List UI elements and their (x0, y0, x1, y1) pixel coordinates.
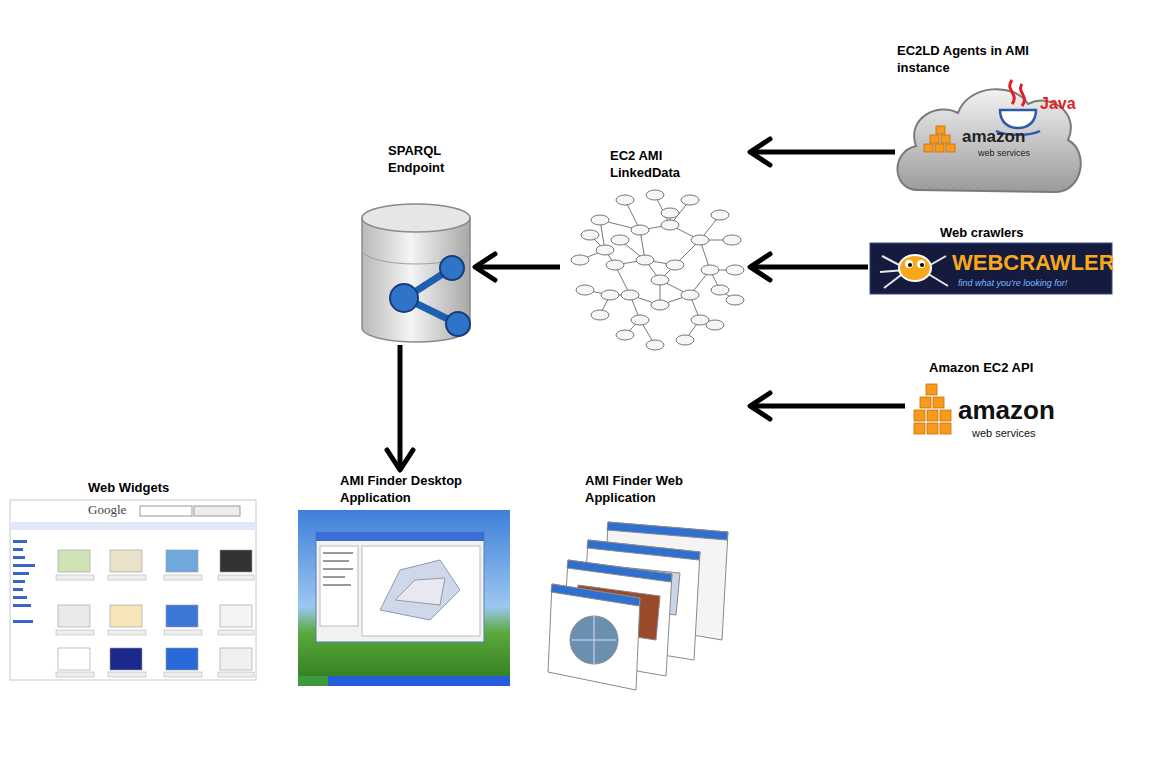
arrow-line (750, 150, 895, 155)
arrow-head (475, 254, 495, 280)
diagram-node: EC2LD Agents in AMI instance (895, 40, 1085, 198)
logo-text: find what you're looking for! (958, 279, 1067, 289)
widgets-screenshot (10, 500, 256, 680)
node-heading: Web crawlers (940, 224, 1024, 241)
arrow-connector (750, 254, 868, 280)
diagram-node: AMI Finder Desktop Application (296, 470, 512, 688)
database-icon (362, 204, 470, 342)
node-heading: AMI Finder Desktop Application (340, 472, 490, 506)
node-heading: Amazon EC2 API (929, 359, 1033, 376)
diagram-node: EC2 AMI LinkedData (560, 145, 750, 415)
arrow-line (475, 265, 560, 270)
desktop-screenshot (298, 510, 510, 686)
arrow-connector (750, 393, 905, 419)
logo-text: amazon (962, 128, 1025, 147)
arrow-line (750, 404, 905, 409)
linked-data-graph (571, 190, 744, 350)
diagram-node: SPARQL Endpoint (355, 140, 475, 345)
node-heading: EC2 AMI LinkedData (610, 147, 700, 181)
logo-text: Google (88, 503, 126, 517)
logo-text: amazon (958, 396, 1055, 425)
node-heading: EC2LD Agents in AMI instance (897, 42, 1057, 76)
node-heading: AMI Finder Web Application (585, 472, 725, 506)
arrow-connector (475, 254, 560, 280)
arrow-line (398, 345, 403, 470)
aws-cloud-icon (897, 80, 1080, 192)
arrow-head (750, 393, 770, 419)
arrow-line (750, 265, 868, 270)
java-logo (996, 80, 1040, 135)
web-screenshots (548, 522, 728, 690)
diagram-node: Web Widgets (8, 477, 258, 682)
diagram-node: AMI Finder Web Application (545, 470, 735, 692)
arrow-connector (387, 345, 413, 470)
arrow-head (750, 254, 770, 280)
arrow-head (750, 139, 770, 165)
logo-text: WEBCRAWLER (952, 251, 1115, 275)
node-heading: Web Widgets (88, 479, 169, 496)
logo-text: web services (972, 427, 1036, 439)
logo-text: Java (1040, 95, 1076, 113)
logo-text: web services (978, 149, 1030, 159)
amazon-logo (914, 384, 951, 434)
node-heading: SPARQL Endpoint (388, 142, 458, 176)
arrow-connector (750, 139, 895, 165)
arrow-head (387, 450, 413, 470)
